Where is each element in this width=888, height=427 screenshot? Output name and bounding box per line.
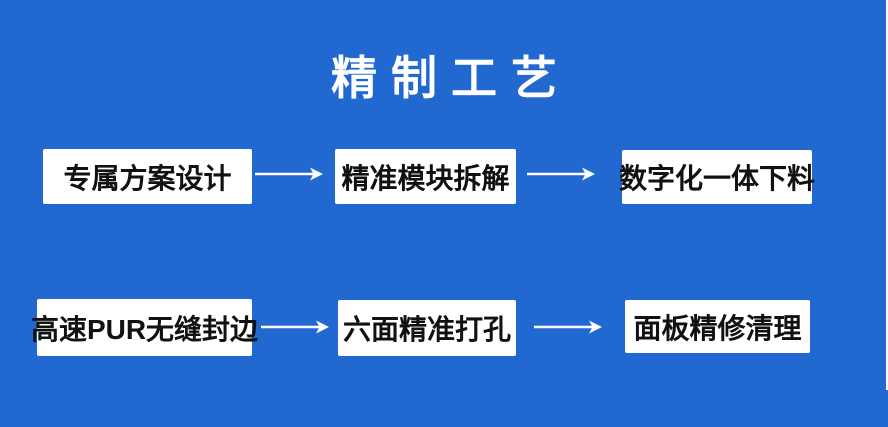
right-arrow-icon — [254, 166, 324, 182]
step-label: 六面精准打孔 — [342, 314, 511, 345]
right-arrow-icon — [526, 166, 596, 182]
step-box-panel-finishing: 面板精修清理 — [625, 300, 810, 353]
step-box-plan-design: 专属方案设计 — [43, 149, 252, 204]
right-arrow-icon — [533, 319, 603, 335]
step-box-digital-cutting: 数字化一体下料 — [619, 150, 816, 204]
step-label: 专属方案设计 — [63, 162, 232, 194]
step-label: 数字化一体下料 — [619, 163, 816, 194]
right-arrow-icon — [260, 319, 330, 335]
step-label: 高速PUR无缝封边 — [30, 313, 259, 345]
step-box-pur-edge-banding: 高速PUR无缝封边 — [31, 299, 258, 356]
step-box-six-side-drilling: 六面精准打孔 — [338, 300, 516, 356]
step-label: 面板精修清理 — [633, 312, 802, 344]
step-label: 精准模块拆解 — [341, 162, 510, 194]
page-title: 精制工艺 — [331, 52, 571, 104]
step-box-module-disassembly: 精准模块拆解 — [335, 149, 516, 204]
right-edge-strip — [886, 0, 888, 390]
